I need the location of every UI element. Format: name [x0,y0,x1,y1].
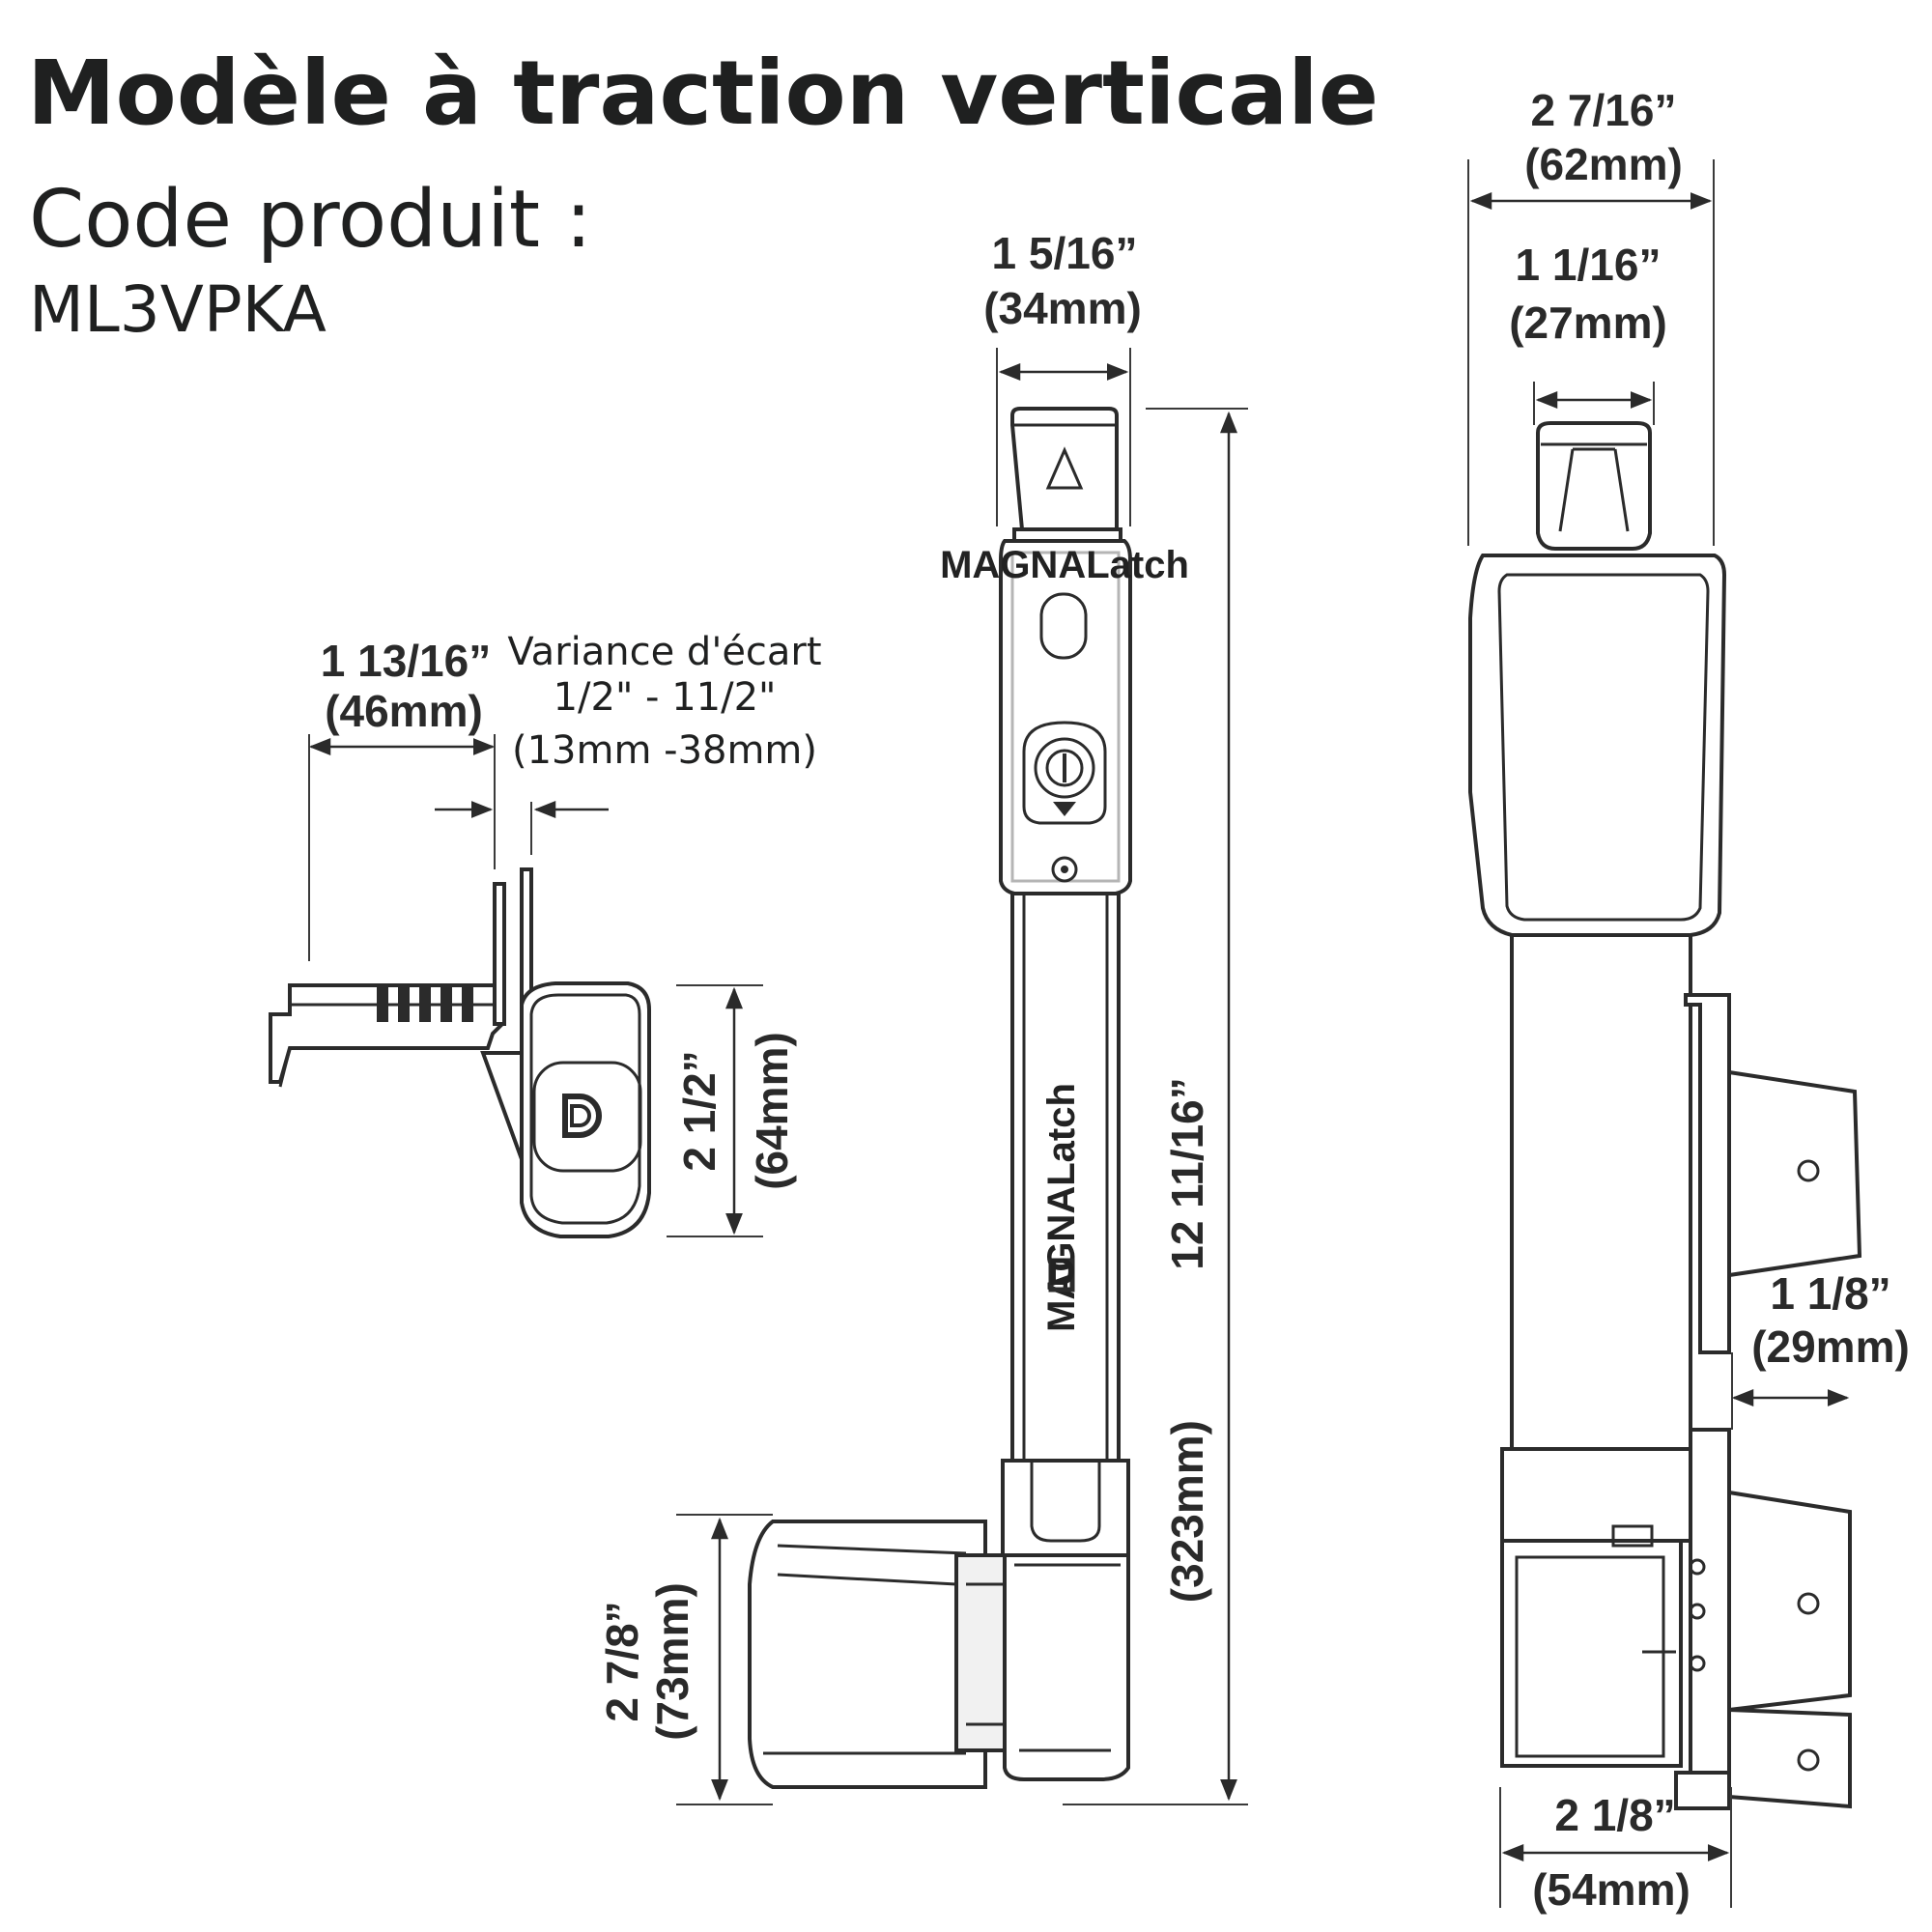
mount-hole-icon [1797,1592,1820,1615]
dimension-64mm: 2 1/2” (64mm) [667,984,797,1237]
key-lock-icon [1022,721,1107,825]
product-code: ML3VPKA [29,272,327,347]
shaft-d-logo-icon: D [1048,1251,1076,1293]
variance-range-mm: (13mm -38mm) [512,728,817,773]
dimension-64mm-mm: (64mm) [747,1032,797,1190]
dimension-62mm-in: 2 7/16” [1531,85,1677,135]
front-view-drawing: MAGNALatch MAGNALatch D [748,407,1189,1789]
dimension-46mm-in: 1 13/16” [321,636,491,686]
dimension-62mm-mm: (62mm) [1524,139,1683,189]
side-view-drawing [269,867,651,1238]
dimension-323mm-mm: (323mm) [1162,1420,1212,1603]
dimension-46mm: 1 13/16” (46mm) [308,636,496,961]
dimension-29mm: 1 1/8” (29mm) [1731,1268,1910,1430]
page-title: Modèle à traction verticale [27,42,1378,145]
variance-range-in: 1/2" - 11/2" [554,675,777,720]
dimension-29mm-in: 1 1/8” [1770,1268,1890,1319]
dimension-27mm-mm: (27mm) [1509,298,1667,348]
dimension-34mm-mm: (34mm) [983,283,1142,333]
dimension-46mm-mm: (46mm) [325,686,483,736]
dimension-54mm: 2 1/8” (54mm) [1499,1787,1732,1915]
dimension-323mm: 12 11/16” (323mm) [1063,408,1248,1805]
dimension-62mm: 2 7/16” (62mm) [1467,85,1715,546]
mount-hole-icon [1797,1159,1820,1182]
dimension-29mm-mm: (29mm) [1751,1321,1910,1372]
mount-hole-icon [1797,1748,1820,1772]
dimension-323mm-in: 12 11/16” [1162,1077,1212,1270]
dimension-27mm: 1 1/16” (27mm) [1509,240,1667,425]
dimension-54mm-in: 2 1/8” [1554,1790,1675,1840]
housing-small-brand: MAGNALatch [940,544,1189,586]
dimension-73mm-mm: (73mm) [647,1582,697,1741]
gap-variance: Variance d'écart 1/2" - 11/2" (13mm -38m… [435,630,822,855]
rear-view-drawing [1468,421,1862,1810]
dimension-34mm: 1 5/16” (34mm) [983,228,1142,526]
dimension-54mm-mm: (54mm) [1532,1864,1690,1915]
dimension-73mm-in: 2 7/8” [597,1601,647,1721]
svg-text:D: D [1048,1251,1076,1293]
dimension-34mm-in: 1 5/16” [992,228,1138,278]
variance-label: Variance d'écart [507,630,821,674]
screw-icon [1051,856,1078,883]
dimension-27mm-in: 1 1/16” [1516,240,1662,290]
dimension-64mm-in: 2 1/2” [674,1050,724,1171]
d-logo-icon [562,1094,602,1138]
shaft-brand-text: MAGNALatch [1040,1083,1083,1332]
page-subtitle: Code produit : [29,174,592,266]
slot-grille [377,987,473,1022]
window-slot [1039,592,1088,660]
dimension-73mm: 2 7/8” (73mm) [597,1514,773,1805]
